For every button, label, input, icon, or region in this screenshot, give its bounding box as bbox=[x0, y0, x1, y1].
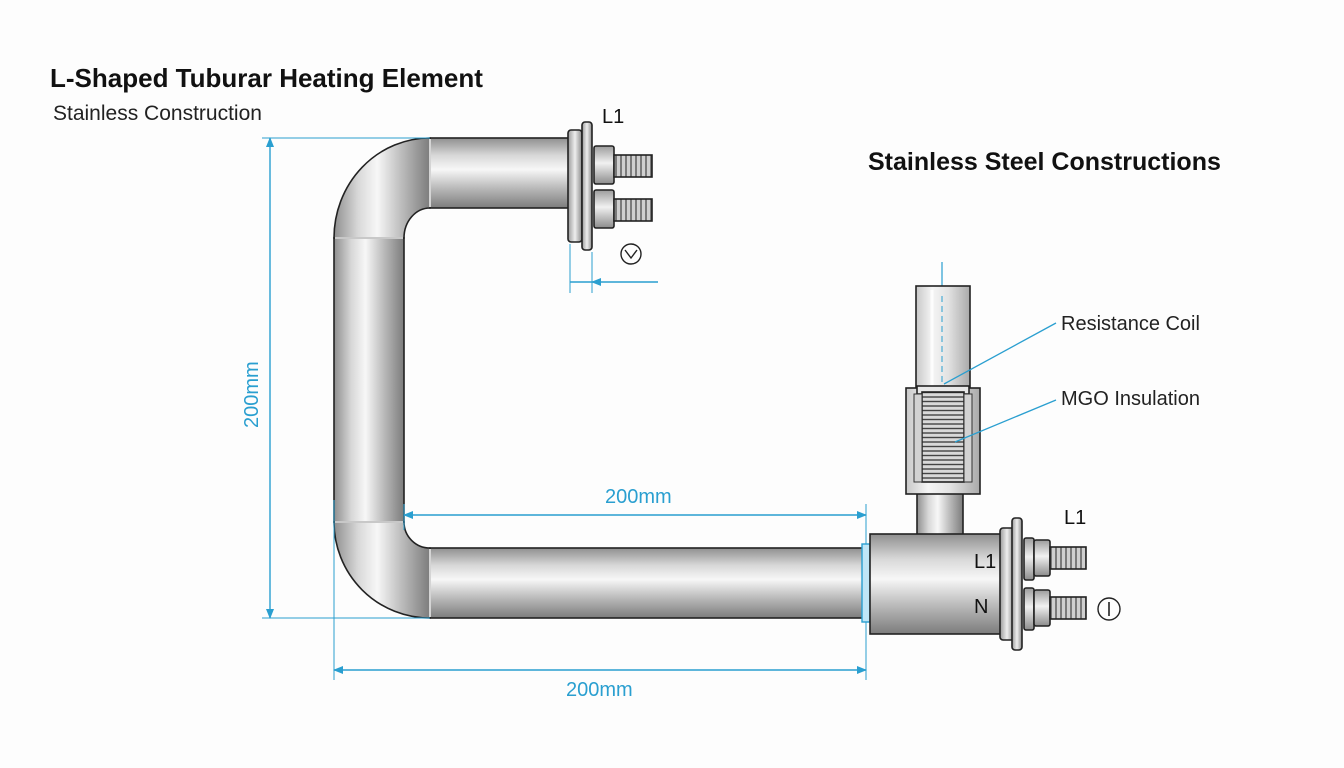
section-title: Stainless Steel Constructions bbox=[868, 148, 1221, 176]
callout-resistance-coil: Resistance Coil bbox=[1061, 313, 1200, 335]
bottom-flange-outer bbox=[1011, 517, 1023, 651]
bottom-stud-upper bbox=[1049, 546, 1087, 570]
sectional-view bbox=[905, 262, 981, 495]
tube-top-bend bbox=[333, 137, 431, 239]
top-flange bbox=[567, 129, 583, 243]
bottom-sleeve bbox=[861, 543, 871, 623]
tube-top-run bbox=[429, 137, 573, 209]
bottom-terminal-inner-n: N bbox=[974, 596, 988, 618]
resistance-coil-section bbox=[921, 391, 965, 483]
page-title: L-Shaped Tuburar Heating Element bbox=[50, 63, 483, 93]
top-symbol-check bbox=[624, 249, 638, 260]
page-subtitle: Stainless Construction bbox=[53, 102, 262, 125]
top-nut-upper bbox=[593, 145, 615, 185]
tube-bottom-run bbox=[429, 547, 866, 619]
bottom-nut-lower bbox=[1033, 589, 1051, 627]
bottom-terminal-inner-l1: L1 bbox=[974, 551, 996, 573]
top-stud-lower bbox=[613, 198, 653, 222]
top-flange-outer bbox=[581, 121, 593, 251]
callout-mgo-insulation: MGO Insulation bbox=[1061, 388, 1200, 410]
junction-housing bbox=[869, 533, 1003, 635]
vertical-dimension: 200mm bbox=[241, 137, 430, 619]
bottom-nut-upper bbox=[1033, 539, 1051, 577]
bottom-horizontal-dimension: 200mm bbox=[333, 500, 867, 701]
inner-horizontal-dimension: 200mm bbox=[403, 486, 867, 544]
top-terminal-label: L1 bbox=[602, 106, 624, 128]
bottom-terminal-label: L1 bbox=[1064, 507, 1086, 529]
vertical-dimension-label: 200mm bbox=[241, 361, 263, 428]
section-upper-tube bbox=[915, 285, 971, 399]
top-nut-lower bbox=[593, 189, 615, 229]
inner-horizontal-dimension-label: 200mm bbox=[605, 486, 672, 508]
bottom-stud-lower bbox=[1049, 596, 1087, 620]
bottom-symbol-circle bbox=[1097, 597, 1121, 621]
bottom-horizontal-dimension-label: 200mm bbox=[566, 679, 633, 701]
top-stud-upper bbox=[613, 154, 653, 178]
tube-body bbox=[333, 137, 866, 619]
bottom-terminal-assembly: L1 N L1 bbox=[861, 491, 1121, 651]
tube-vertical-run bbox=[333, 237, 405, 523]
top-symbol-circle bbox=[620, 243, 642, 265]
leader-resistance-coil bbox=[943, 322, 1057, 385]
tube-bottom-bend bbox=[333, 521, 431, 619]
leader-mgo-insulation bbox=[954, 399, 1057, 443]
top-terminal-assembly: L1 bbox=[567, 106, 658, 293]
